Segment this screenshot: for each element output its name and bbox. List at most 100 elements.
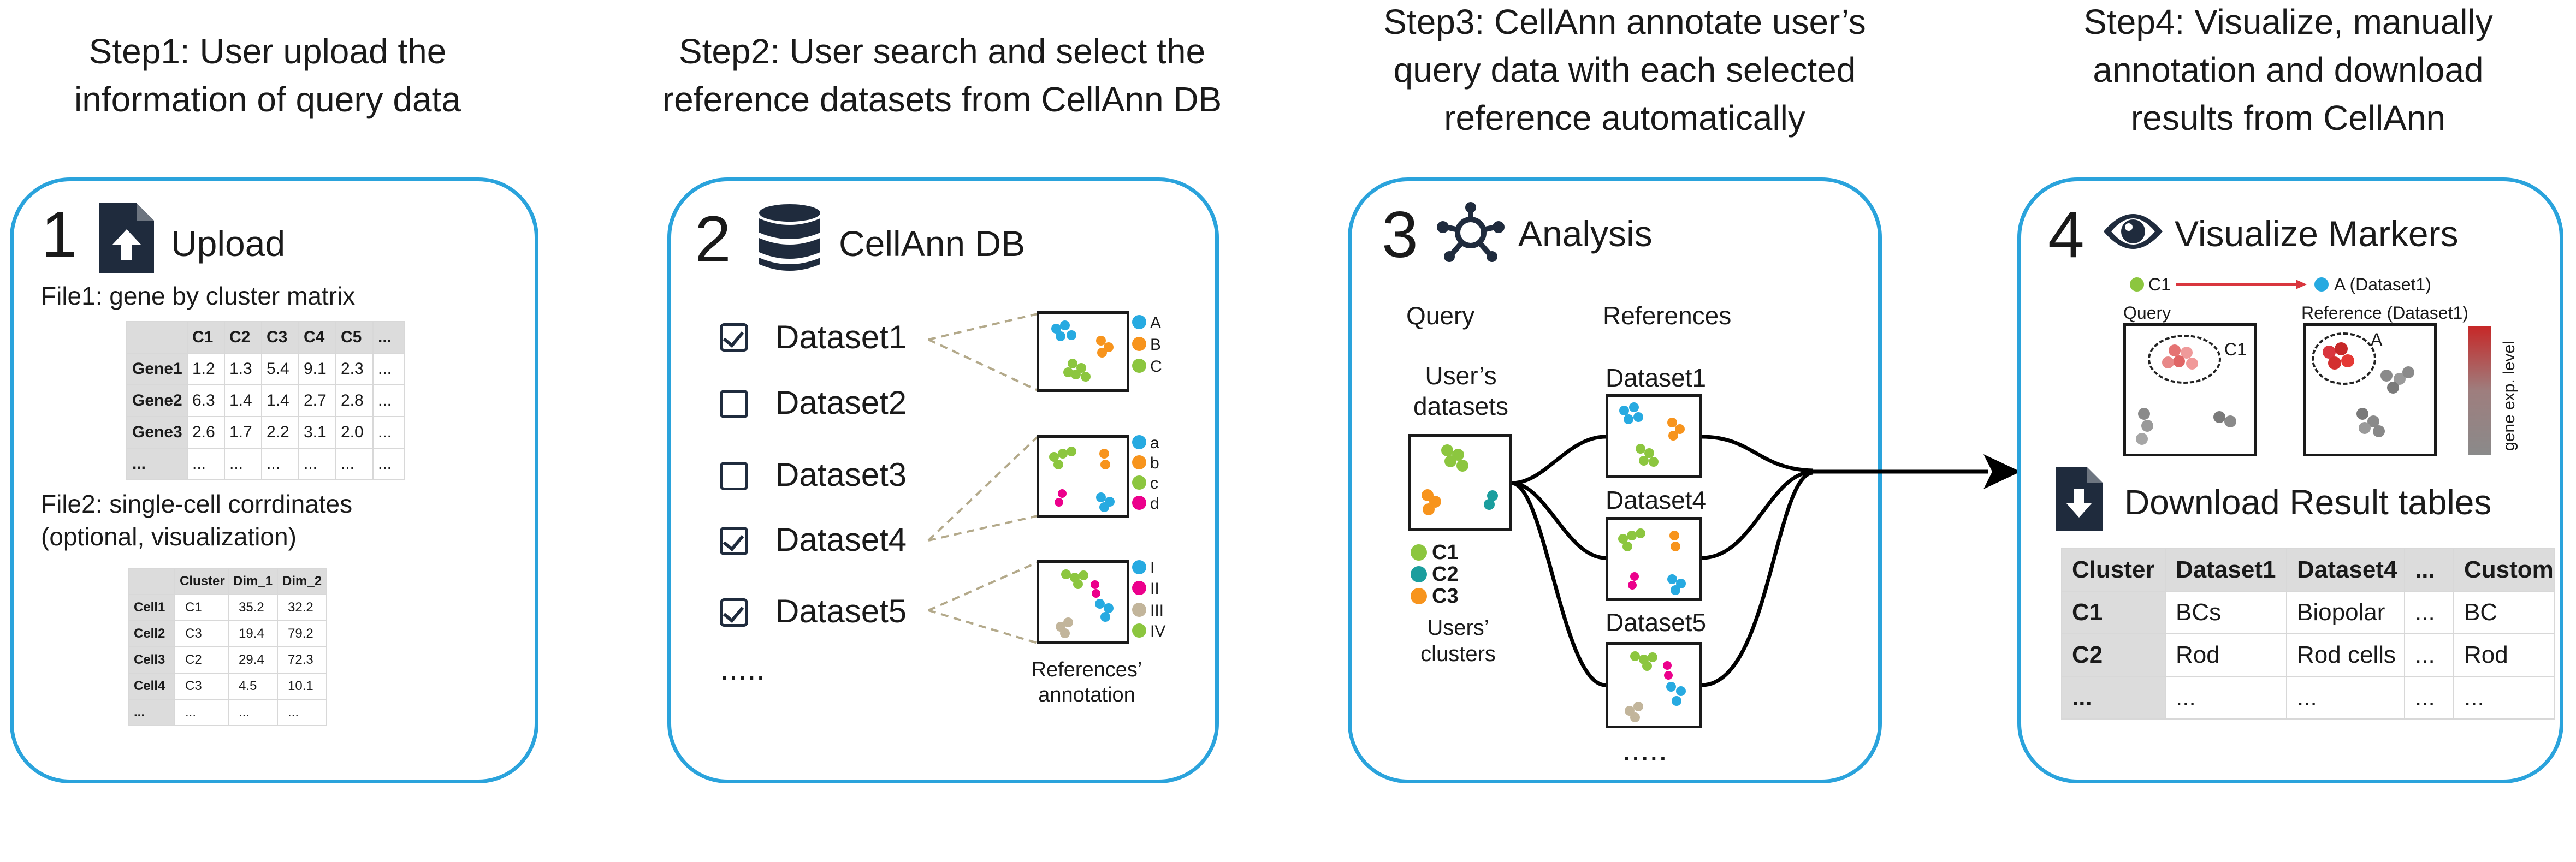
ref-dataset1-name: Dataset1 [1606,364,1707,392]
panel1-header: Upload [171,223,286,264]
file1-label: File1: gene by cluster matrix [41,282,356,310]
users-clusters-label: Users’ clusters [1420,616,1496,666]
query-cluster-label: C1 [2224,340,2247,359]
cluster-c1-dot [1411,544,1427,561]
file2-label-line1: File2: single-cell corrdinates [41,490,353,518]
table-row: Cell1 C1 35.2 32.2 [128,594,327,621]
legend-label: III [1150,602,1164,620]
dataset3-checkbox[interactable] [720,462,748,490]
map-from-label: C1 [2148,275,2171,294]
table-row: Gene1 1.2 1.3 5.4 9.1 2.3 ... [126,353,405,385]
panel4-number: 4 [2048,198,2085,271]
dataset2-checkbox[interactable] [720,390,748,418]
dataset4-checkbox[interactable] [720,527,748,555]
panel2-number: 2 [695,203,731,276]
more-references-ellipsis: ..... [1622,731,1668,768]
query-plot [1408,434,1512,531]
dataset5-checkbox[interactable] [720,598,748,627]
legend-dot [1132,581,1146,595]
legend-dot [1132,435,1146,449]
colorbar-label: gene exp. level [2500,341,2518,451]
reference-marker-plot: A [2303,323,2437,456]
legend-label: A [1150,314,1162,332]
query-marker-plot: C1 [2123,323,2257,456]
ref-dataset5-name: Dataset5 [1606,608,1707,637]
legend-dot [1132,560,1146,574]
dataset1-label: Dataset1 [775,319,907,355]
map-to-label: A (Dataset1) [2334,275,2431,294]
references-annotation-caption: References’ annotation [1031,658,1142,706]
gene-expression-colorbar [2468,326,2491,455]
eye-icon [2101,209,2165,254]
legend-label: d [1150,495,1159,513]
legend-label: I [1150,559,1155,577]
legend-label: b [1150,454,1159,472]
table-row: C1 BCs Biopolar ... BC [2061,591,2555,634]
step1-title: Step1: User upload the information of qu… [74,32,461,119]
ref-dataset4-name: Dataset4 [1606,486,1707,514]
download-header: Download Result tables [2124,483,2492,522]
reference-plot-1 [1037,311,1129,392]
legend-label: IV [1150,622,1166,640]
step3-title: Step3: CellAnn annotate user’s query dat… [1383,2,1866,138]
network-icon [1435,202,1506,263]
panel3-header: Analysis [1518,213,1653,254]
cluster-c3-dot [1411,588,1427,604]
legend-dot [1132,603,1146,617]
table-row: Gene2 6.3 1.4 1.4 2.7 2.8 ... [126,384,405,417]
dataset1-checkbox[interactable] [720,323,748,352]
table-header-row: Cluster Dim_1 Dim_2 [128,568,327,595]
ref-dataset5-plot [1606,642,1702,728]
table-row: Cell4 C3 4.5 10.1 [128,673,327,700]
legend-dot [1132,315,1146,329]
ref-dataset4-plot [1606,517,1702,601]
panel1-number: 1 [41,198,78,271]
table-row: Cell2 C3 19.4 79.2 [128,620,327,647]
cell-coordinates-table: Cluster Dim_1 Dim_2 Cell1 C1 35.2 32.2 C… [128,568,327,726]
download-file-icon [2056,467,2103,531]
legend-label: a [1150,434,1159,452]
upload-file-icon [99,203,154,273]
legend-dot [1132,359,1146,373]
panel4-header: Visualize Markers [2175,213,2459,254]
legend-label: C [1150,358,1162,376]
more-datasets-ellipsis: ..... [720,650,766,687]
cluster-c2-dot [1411,566,1427,582]
ref-dataset1-plot [1606,394,1702,478]
legend-label: B [1150,336,1162,354]
ref-cluster-ellipse [2312,332,2376,385]
table-row: ... ... ... ... ... ... ... [126,448,405,480]
dataset2-label: Dataset2 [775,384,907,421]
dataset5-label: Dataset5 [775,593,907,629]
step2-title: Step2: User search and select the refere… [662,32,1222,119]
reference-plot-2 [1037,435,1129,518]
table-row: ... ... ... ... [128,699,327,726]
table-header-row: Cluster Dataset1 Dataset4 ... Custom [2061,548,2555,592]
legend-label: II [1150,580,1159,598]
query-label: Query [1406,301,1475,330]
gene-cluster-table: C1 C2 C3 C4 C5 ... Gene1 1.2 1.3 5.4 9.1… [126,321,405,480]
users-datasets-label: User’s datasets [1413,361,1508,420]
legend-dot [1132,475,1146,490]
query-plot-label: Query [2123,303,2171,323]
file2-label-line2: (optional, visualization) [41,522,297,551]
legend-dot [1132,496,1146,510]
map-to-dot [2314,277,2329,292]
cluster-c3-label: C3 [1432,585,1459,608]
query-cluster-ellipse [2148,335,2221,384]
reference-plot-3 [1037,560,1129,644]
panel2-header: CellAnn DB [839,223,1026,264]
legend-label: c [1150,474,1158,492]
legend-dot [1132,455,1146,469]
references-label: References [1603,301,1732,330]
legend-dot [1132,623,1146,638]
table-row: Cell3 C2 29.4 72.3 [128,646,327,674]
dataset4-label: Dataset4 [775,521,907,558]
legend-dot [1132,337,1146,351]
reference-plot-label: Reference (Dataset1) [2301,303,2468,323]
panel3-number: 3 [1382,198,1418,271]
result-table: Cluster Dataset1 Dataset4 ... Custom C1 … [2061,548,2555,720]
table-header-row: C1 C2 C3 C4 C5 ... [126,321,405,354]
cluster-c2-label: C2 [1432,563,1459,586]
table-row: C2 Rod Rod cells ... Rod [2061,633,2555,677]
